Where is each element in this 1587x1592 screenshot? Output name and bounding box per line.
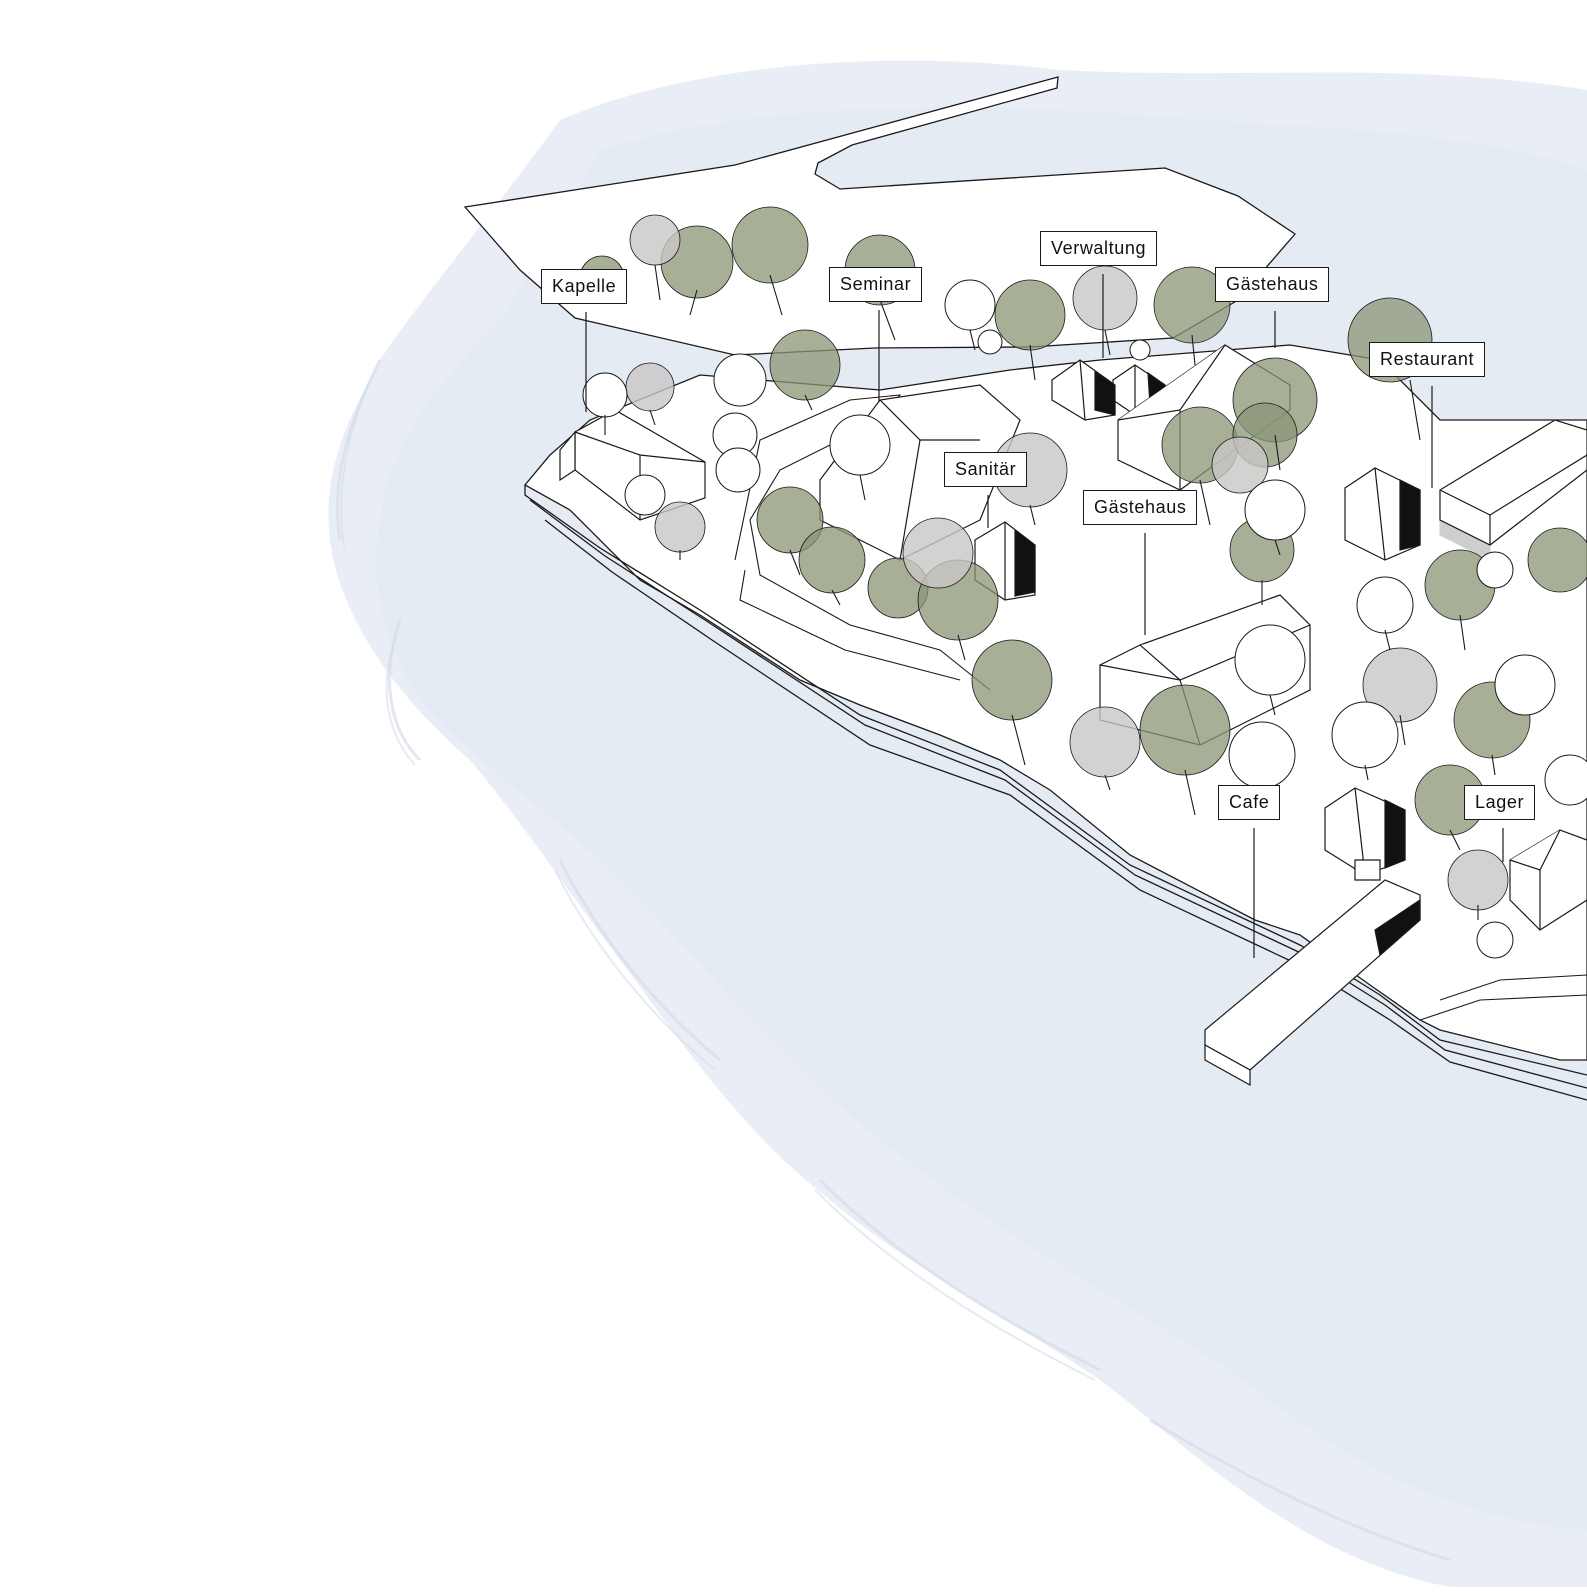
restaurant-building bbox=[1344, 419, 1587, 561]
cafe-building bbox=[1204, 787, 1421, 1087]
label-cafe: Cafe bbox=[1218, 785, 1281, 820]
kapelle-building bbox=[559, 409, 706, 521]
label-seminar: Seminar bbox=[829, 267, 923, 302]
lager-building bbox=[1509, 829, 1587, 931]
label-gaestehaus-north: Gästehaus bbox=[1215, 267, 1330, 302]
label-verwaltung: Verwaltung bbox=[1040, 231, 1158, 266]
label-gaestehaus-center: Gästehaus bbox=[1083, 490, 1198, 525]
label-sanitaer: Sanitär bbox=[944, 452, 1028, 487]
grey-trees bbox=[625, 214, 1509, 911]
label-lager: Lager bbox=[1464, 785, 1536, 820]
label-leader-lines bbox=[585, 274, 1504, 958]
label-restaurant: Restaurant bbox=[1369, 342, 1486, 377]
tree-trunks bbox=[604, 264, 1496, 920]
label-kapelle: Kapelle bbox=[541, 269, 628, 304]
verwaltung-cabins bbox=[1051, 359, 1166, 421]
white-trees bbox=[582, 279, 1587, 959]
